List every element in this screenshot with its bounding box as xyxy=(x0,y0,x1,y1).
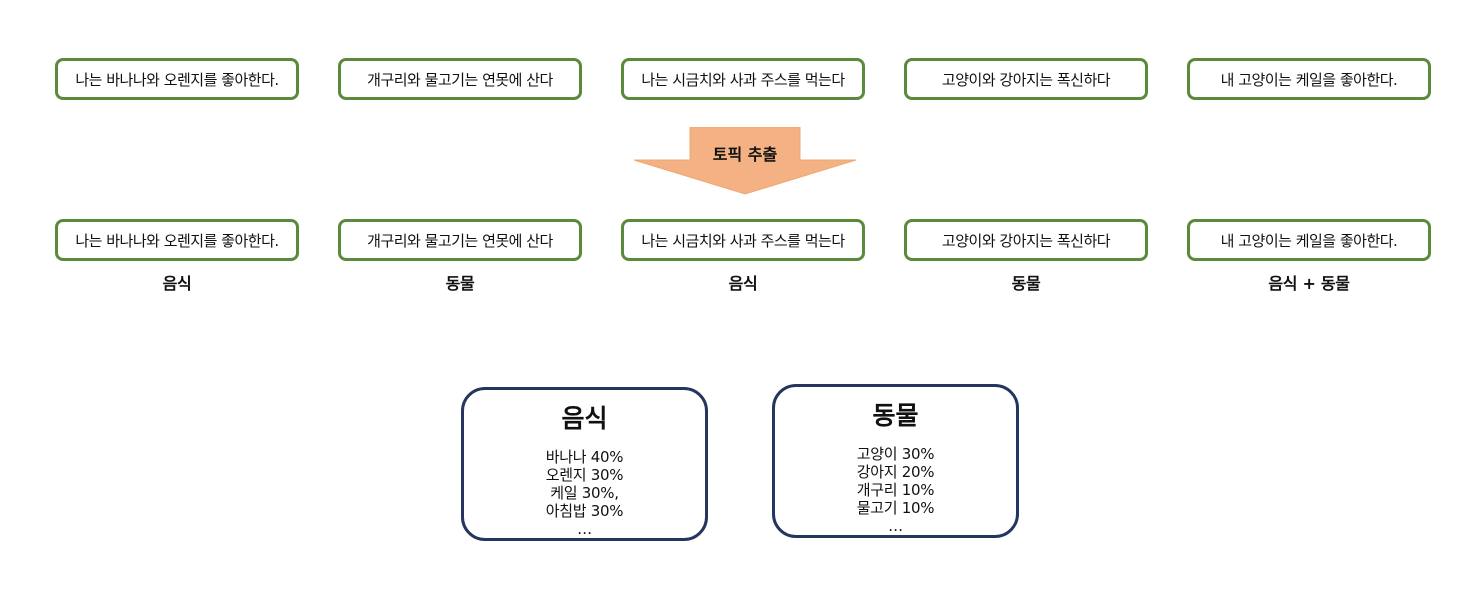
topic-word-item: 바나나 40% xyxy=(545,448,624,466)
topic-title: 음식 xyxy=(561,404,608,433)
topic-word-list: 고양이 30% 강아지 20% 개구리 10% 물고기 10% … xyxy=(775,445,1016,535)
topic-label: 음식 xyxy=(162,274,192,293)
arrow-label: 토픽 추출 xyxy=(712,145,778,164)
sentence-text: 나는 시금치와 사과 주스를 먹는다 xyxy=(641,231,845,250)
classified-sentence-box: 나는 바나나와 오렌지를 좋아한다. xyxy=(55,219,299,261)
input-sentence-box: 내 고양이는 케일을 좋아한다. xyxy=(1187,58,1431,100)
classified-sentence-box: 나는 시금치와 사과 주스를 먹는다 xyxy=(621,219,865,261)
topic-word-item: … xyxy=(888,517,903,535)
topic-word-item: … xyxy=(577,520,592,538)
sentence-text: 고양이와 강아지는 폭신하다 xyxy=(941,231,1111,250)
classified-sentence-box: 내 고양이는 케일을 좋아한다. xyxy=(1187,219,1431,261)
input-sentence-box: 개구리와 물고기는 연못에 산다 xyxy=(338,58,582,100)
down-arrow-icon xyxy=(634,127,856,195)
sentence-text: 나는 바나나와 오렌지를 좋아한다. xyxy=(75,231,279,250)
topic-label: 동물 xyxy=(445,274,475,293)
topic-word-item: 개구리 10% xyxy=(856,481,935,499)
classified-sentence-box: 개구리와 물고기는 연못에 산다 xyxy=(338,219,582,261)
sentence-text: 나는 시금치와 사과 주스를 먹는다 xyxy=(641,70,845,89)
topic-title: 동물 xyxy=(872,401,919,430)
sentence-text: 내 고양이는 케일을 좋아한다. xyxy=(1220,231,1398,250)
topic-word-item: 오렌지 30% xyxy=(545,466,624,484)
topic-word-item: 고양이 30% xyxy=(856,445,935,463)
sentence-text: 나는 바나나와 오렌지를 좋아한다. xyxy=(75,70,279,89)
topic-word-item: 강아지 20% xyxy=(856,463,935,481)
input-sentence-box: 나는 바나나와 오렌지를 좋아한다. xyxy=(55,58,299,100)
topic-label: 음식 + 동물 xyxy=(1268,274,1350,293)
topic-word-item: 케일 30%, xyxy=(550,484,619,502)
topic-word-item: 물고기 10% xyxy=(856,499,935,517)
sentence-text: 개구리와 물고기는 연못에 산다 xyxy=(367,70,553,89)
sentence-text: 내 고양이는 케일을 좋아한다. xyxy=(1220,70,1398,89)
topic-summary-food: 음식 바나나 40% 오렌지 30% 케일 30%, 아침밥 30% … xyxy=(461,387,708,541)
topic-label: 음식 xyxy=(728,274,758,293)
sentence-text: 고양이와 강아지는 폭신하다 xyxy=(941,70,1111,89)
topic-word-item: 아침밥 30% xyxy=(545,502,624,520)
classified-sentence-box: 고양이와 강아지는 폭신하다 xyxy=(904,219,1148,261)
topic-label: 동물 xyxy=(1011,274,1041,293)
topic-summary-animal: 동물 고양이 30% 강아지 20% 개구리 10% 물고기 10% … xyxy=(772,384,1019,538)
input-sentence-box: 나는 시금치와 사과 주스를 먹는다 xyxy=(621,58,865,100)
input-sentence-box: 고양이와 강아지는 폭신하다 xyxy=(904,58,1148,100)
sentence-text: 개구리와 물고기는 연못에 산다 xyxy=(367,231,553,250)
topic-word-list: 바나나 40% 오렌지 30% 케일 30%, 아침밥 30% … xyxy=(464,448,705,538)
topic-extraction-arrow: 토픽 추출 xyxy=(634,127,856,195)
